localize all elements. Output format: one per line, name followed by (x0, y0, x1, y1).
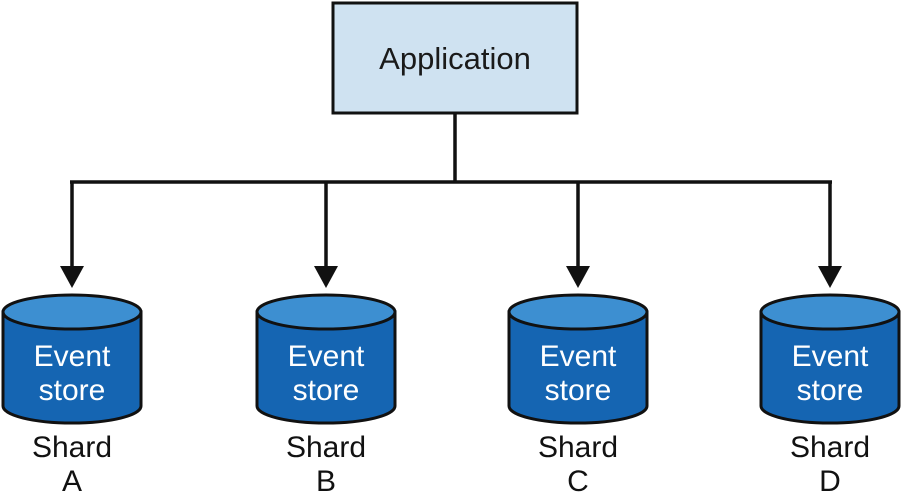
arrow-to-shard-a (60, 181, 84, 288)
connectors (70, 113, 832, 184)
arrows (60, 181, 842, 288)
shard-c-node: Event store Shard C (507, 293, 649, 498)
shard-label-line2: C (567, 465, 589, 498)
event-store-label-line2: store (545, 374, 612, 407)
database-icon (255, 293, 397, 425)
event-store-label-line1: Event (288, 340, 365, 373)
event-store-label-line2: store (293, 374, 360, 407)
shard-b-node: Event store Shard B (255, 293, 397, 498)
database-icon (759, 293, 901, 425)
event-store-label-line1: Event (34, 340, 111, 373)
event-store-label-line2: store (797, 374, 864, 407)
application-box (331, 1, 579, 115)
event-store-label-line2: store (39, 374, 106, 407)
shard-label-line2: D (819, 465, 841, 498)
shard-d-node: Event store Shard D (759, 293, 901, 498)
shard-label-line2: B (316, 465, 336, 498)
shard-label-line1: Shard (790, 431, 870, 464)
database-icon (1, 293, 143, 425)
shard-a-node: Event store Shard A (1, 293, 143, 498)
database-icon (507, 293, 649, 425)
event-store-label-line1: Event (540, 340, 617, 373)
application-node: Application (331, 1, 579, 115)
shard-label-line1: Shard (538, 431, 618, 464)
arrow-to-shard-d (818, 181, 842, 288)
event-store-label-line1: Event (792, 340, 869, 373)
arrow-to-shard-b (314, 182, 338, 288)
shard-label-line2: A (62, 465, 82, 498)
shard-label-line1: Shard (32, 431, 112, 464)
arrow-to-shard-c (566, 182, 590, 288)
shard-label-line1: Shard (286, 431, 366, 464)
application-label: Application (379, 41, 531, 76)
